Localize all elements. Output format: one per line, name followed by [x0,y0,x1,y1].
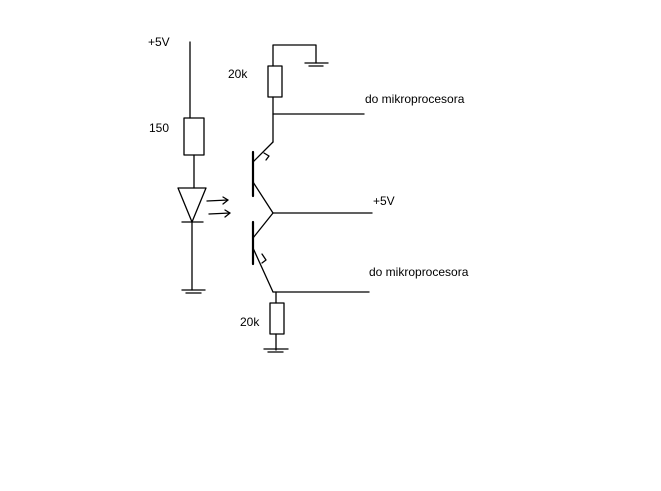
resistor-150 [183,117,205,156]
ground-symbol-left [181,289,206,294]
ground-symbol-top [304,62,329,67]
led-symbol [177,187,207,223]
resistor-label-150: 150 [149,121,170,135]
output-label-top: do mikroprocesora [365,92,465,106]
resistor-label-bottom: 20k [240,315,260,329]
phototransistor-pair [251,141,373,293]
bottom-resistor-branch [263,291,370,353]
light-arrows [206,196,231,218]
resistor-20k-bottom [269,302,285,335]
resistor-label-top: 20k [228,67,248,81]
supply-label-left: +5V [148,35,170,49]
led-branch [177,41,231,294]
output-label-bottom: do mikroprocesora [369,265,469,279]
top-resistor-branch [267,44,365,143]
supply-label-right: +5V [373,194,395,208]
ground-symbol-bottom [263,348,289,353]
resistor-20k-top [267,65,283,98]
